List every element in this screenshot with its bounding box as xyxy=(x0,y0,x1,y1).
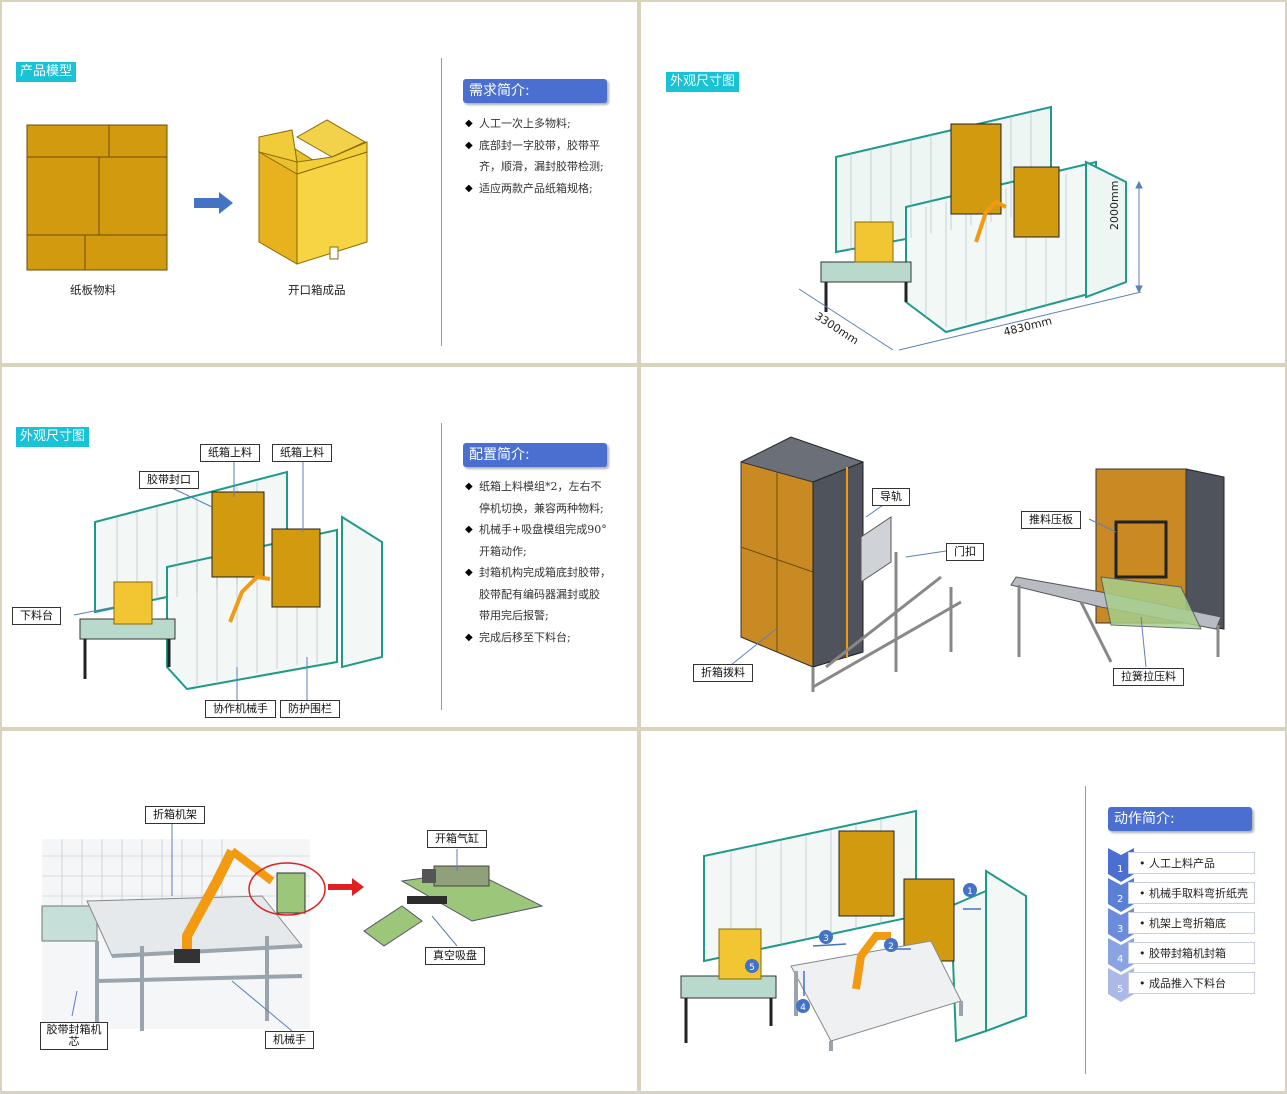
caption-cardboard: 纸板物料 xyxy=(70,283,116,297)
flat-cardboard-image xyxy=(26,124,168,271)
label-carton-feed-2: 纸箱上料 xyxy=(272,444,332,462)
feeder-detail-drawing xyxy=(730,436,1225,692)
red-arrow-icon xyxy=(328,878,364,896)
label-fold-pick: 折箱拨料 xyxy=(693,664,753,682)
step-text: • 机架上弯折箱底 xyxy=(1128,912,1255,934)
step-number: 1 xyxy=(1117,864,1124,875)
configuration-list: 纸箱上料模组*2，左右不 停机切换，兼容两种物料; 机械手+吸盘模组完成90° … xyxy=(465,476,635,648)
marker-3 xyxy=(819,930,833,944)
actions-heading: 动作简介: xyxy=(1108,807,1252,831)
panel-tag: 产品模型 xyxy=(16,62,77,82)
label-tape-core: 胶带封箱机芯 xyxy=(40,1022,108,1050)
step-number: 3 xyxy=(1117,924,1124,935)
label-unload-table: 下料台 xyxy=(12,607,61,625)
config-item-cont: 停机切换，兼容两种物料; xyxy=(479,501,604,515)
step-number: 4 xyxy=(1117,954,1124,965)
step-label: 机械手取料弯折纸壳 xyxy=(1149,887,1248,900)
marker-2-text: 2 xyxy=(888,942,894,952)
marker-4-text: 4 xyxy=(800,1003,806,1013)
configuration-heading: 配置简介: xyxy=(463,443,607,467)
dim-height: 2000mm xyxy=(1108,180,1121,230)
config-item: 完成后移至下料台; xyxy=(465,627,635,649)
label-fence: 防护围栏 xyxy=(280,700,340,718)
panel-feeder-detail: 导轨 门扣 推料压板 折箱拨料 拉簧拉压料 xyxy=(641,367,1285,727)
step-text: • 机械手取料弯折纸壳 xyxy=(1128,882,1255,904)
label-push-plate: 推料压板 xyxy=(1021,511,1081,529)
marker-5 xyxy=(745,959,759,973)
label-vacuum-cup: 真空吸盘 xyxy=(425,947,485,965)
step-text: • 成品推入下料台 xyxy=(1128,972,1255,994)
marker-1-text: 1 xyxy=(967,887,973,897)
marker-2 xyxy=(884,938,898,952)
step-label: 胶带封箱机封箱 xyxy=(1149,947,1226,960)
label-cobot: 协作机械手 xyxy=(205,700,276,718)
divider xyxy=(1085,786,1086,1074)
panel-actions: 1 2 3 4 5 动作简介: xyxy=(641,731,1285,1091)
panel-configuration: 外观尺寸图 纸箱上料 纸箱上料 胶带封口 下料台 协作机械手 防护围栏 xyxy=(2,367,637,727)
chevron-step-icon xyxy=(1108,878,1134,912)
open-box-image xyxy=(257,119,368,265)
step-label: 人工上料产品 xyxy=(1149,857,1215,870)
config-item: 封箱机构完成箱底封胶带， xyxy=(465,562,635,584)
robot-detail-drawing xyxy=(41,823,544,1032)
requirement-item: 人工一次上多物料; xyxy=(465,113,635,135)
caption-open-box: 开口箱成品 xyxy=(288,283,346,297)
right-arrow-icon xyxy=(194,192,233,214)
label-fold-frame: 折箱机架 xyxy=(145,806,205,824)
step-number: 5 xyxy=(1117,984,1124,995)
panel-robot-detail: 折箱机架 开箱气缸 真空吸盘 胶带封箱机芯 机械手 xyxy=(2,731,637,1091)
step-markers: 1 2 3 4 5 xyxy=(745,883,977,1013)
label-tape-seal: 胶带封口 xyxy=(139,471,199,489)
panel-tag: 外观尺寸图 xyxy=(666,72,740,92)
panel-product-model: 产品模型 纸板物料 开口箱成品 需求简介: 人工一次上多物料; 底部封一字胶带，… xyxy=(2,2,637,363)
chevron-step-icon xyxy=(1108,938,1134,972)
panel-tag: 外观尺寸图 xyxy=(16,427,90,447)
machine-dimension-drawing xyxy=(798,105,1143,351)
chevron-step-icon xyxy=(1108,908,1134,942)
marker-1 xyxy=(963,883,977,897)
requirement-item-cont: 齐，顺滑，漏封胶带检测; xyxy=(479,160,604,173)
config-item: 纸箱上料模组*2，左右不 xyxy=(465,476,635,498)
requirements-list: 人工一次上多物料; 底部封一字胶带，胶带平 齐，顺滑，漏封胶带检测; 适应两款产… xyxy=(465,113,635,199)
marker-5-text: 5 xyxy=(749,963,755,973)
step-label: 成品推入下料台 xyxy=(1149,977,1226,990)
config-item: 机械手+吸盘模组完成90° xyxy=(465,519,635,541)
machine-configuration-drawing xyxy=(73,461,383,700)
requirement-item: 适应两款产品纸箱规格; xyxy=(465,178,635,200)
panel-dimensions: 外观尺寸图 2000mm 4830mm 3300mm xyxy=(641,2,1285,363)
label-door-latch: 门扣 xyxy=(946,543,984,561)
config-item-cont: 开箱动作; xyxy=(479,544,527,558)
label-open-cylinder: 开箱气缸 xyxy=(427,830,487,848)
label-robot: 机械手 xyxy=(265,1031,314,1049)
machine-action-drawing: 1 2 3 4 5 xyxy=(680,809,1027,1051)
config-item-cont: 胶带配有编码器漏封或胶 xyxy=(479,587,600,601)
requirement-item: 底部封一字胶带，胶带平 xyxy=(465,135,635,157)
divider xyxy=(441,423,442,710)
marker-3-text: 3 xyxy=(823,934,829,944)
chevron-step-icon xyxy=(1108,968,1134,1002)
step-text: • 人工上料产品 xyxy=(1128,852,1255,874)
label-guide-rail: 导轨 xyxy=(872,488,910,506)
divider xyxy=(441,58,442,346)
step-number: 2 xyxy=(1117,894,1124,905)
product-illustration xyxy=(26,119,368,271)
label-spring-press: 拉簧拉压料 xyxy=(1113,668,1184,686)
step-text: • 胶带封箱机封箱 xyxy=(1128,942,1255,964)
label-carton-feed-1: 纸箱上料 xyxy=(200,444,260,462)
requirements-heading: 需求简介: xyxy=(463,79,607,103)
marker-4 xyxy=(796,999,810,1013)
step-label: 机架上弯折箱底 xyxy=(1149,917,1226,930)
chevron-step-icon xyxy=(1108,848,1134,882)
config-item-cont: 带用完后报警; xyxy=(479,609,549,622)
